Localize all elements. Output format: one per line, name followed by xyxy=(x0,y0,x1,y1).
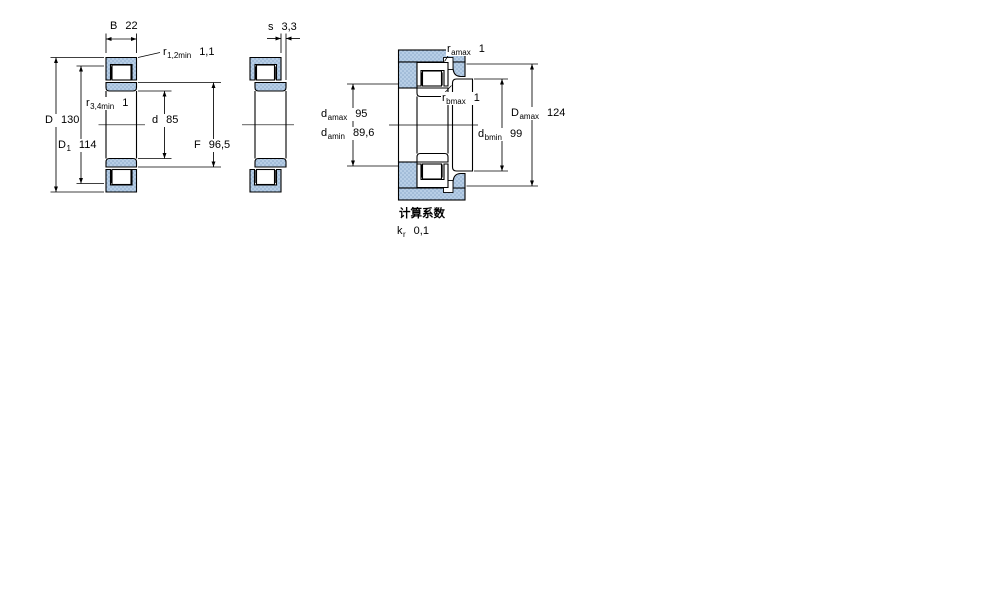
bearing-cross-section-middle xyxy=(242,56,294,193)
housing-shoulder-bottom-left xyxy=(397,161,418,189)
bearing-cross-section-left xyxy=(98,56,145,193)
roller-bottom xyxy=(255,168,276,186)
outer-ring-bottom xyxy=(249,168,282,193)
inner-ring-top xyxy=(105,81,138,92)
outer-ring-top xyxy=(105,56,138,81)
roller-top xyxy=(111,64,132,81)
housing-tab-bottom-right xyxy=(452,172,466,189)
housing-band-bottom xyxy=(397,187,466,201)
right-view-dimensions xyxy=(347,55,538,187)
housing-shoulder-top-left xyxy=(397,61,418,89)
roller-bottom xyxy=(111,168,132,186)
inner-ring-bottom xyxy=(105,157,138,168)
middle-view-dimensions xyxy=(267,33,300,80)
outer-ring-bottom xyxy=(416,163,449,189)
outer-ring-bottom xyxy=(105,168,138,193)
outer-ring-top xyxy=(416,61,449,87)
calculation-factors-heading: 计算系数 xyxy=(399,208,445,220)
housing-tab-top-right xyxy=(452,61,466,78)
outer-ring-top xyxy=(249,56,282,81)
roller-top xyxy=(421,70,443,87)
inner-ring-top xyxy=(254,81,287,92)
roller-bottom xyxy=(421,163,443,180)
inner-ring-bottom xyxy=(254,157,287,168)
roller-top xyxy=(255,64,276,81)
inner-ring-bottom xyxy=(416,152,449,163)
leader-r12 xyxy=(137,52,161,58)
leader-ramax xyxy=(444,55,449,62)
bearing-mounting-diagram xyxy=(389,49,478,201)
